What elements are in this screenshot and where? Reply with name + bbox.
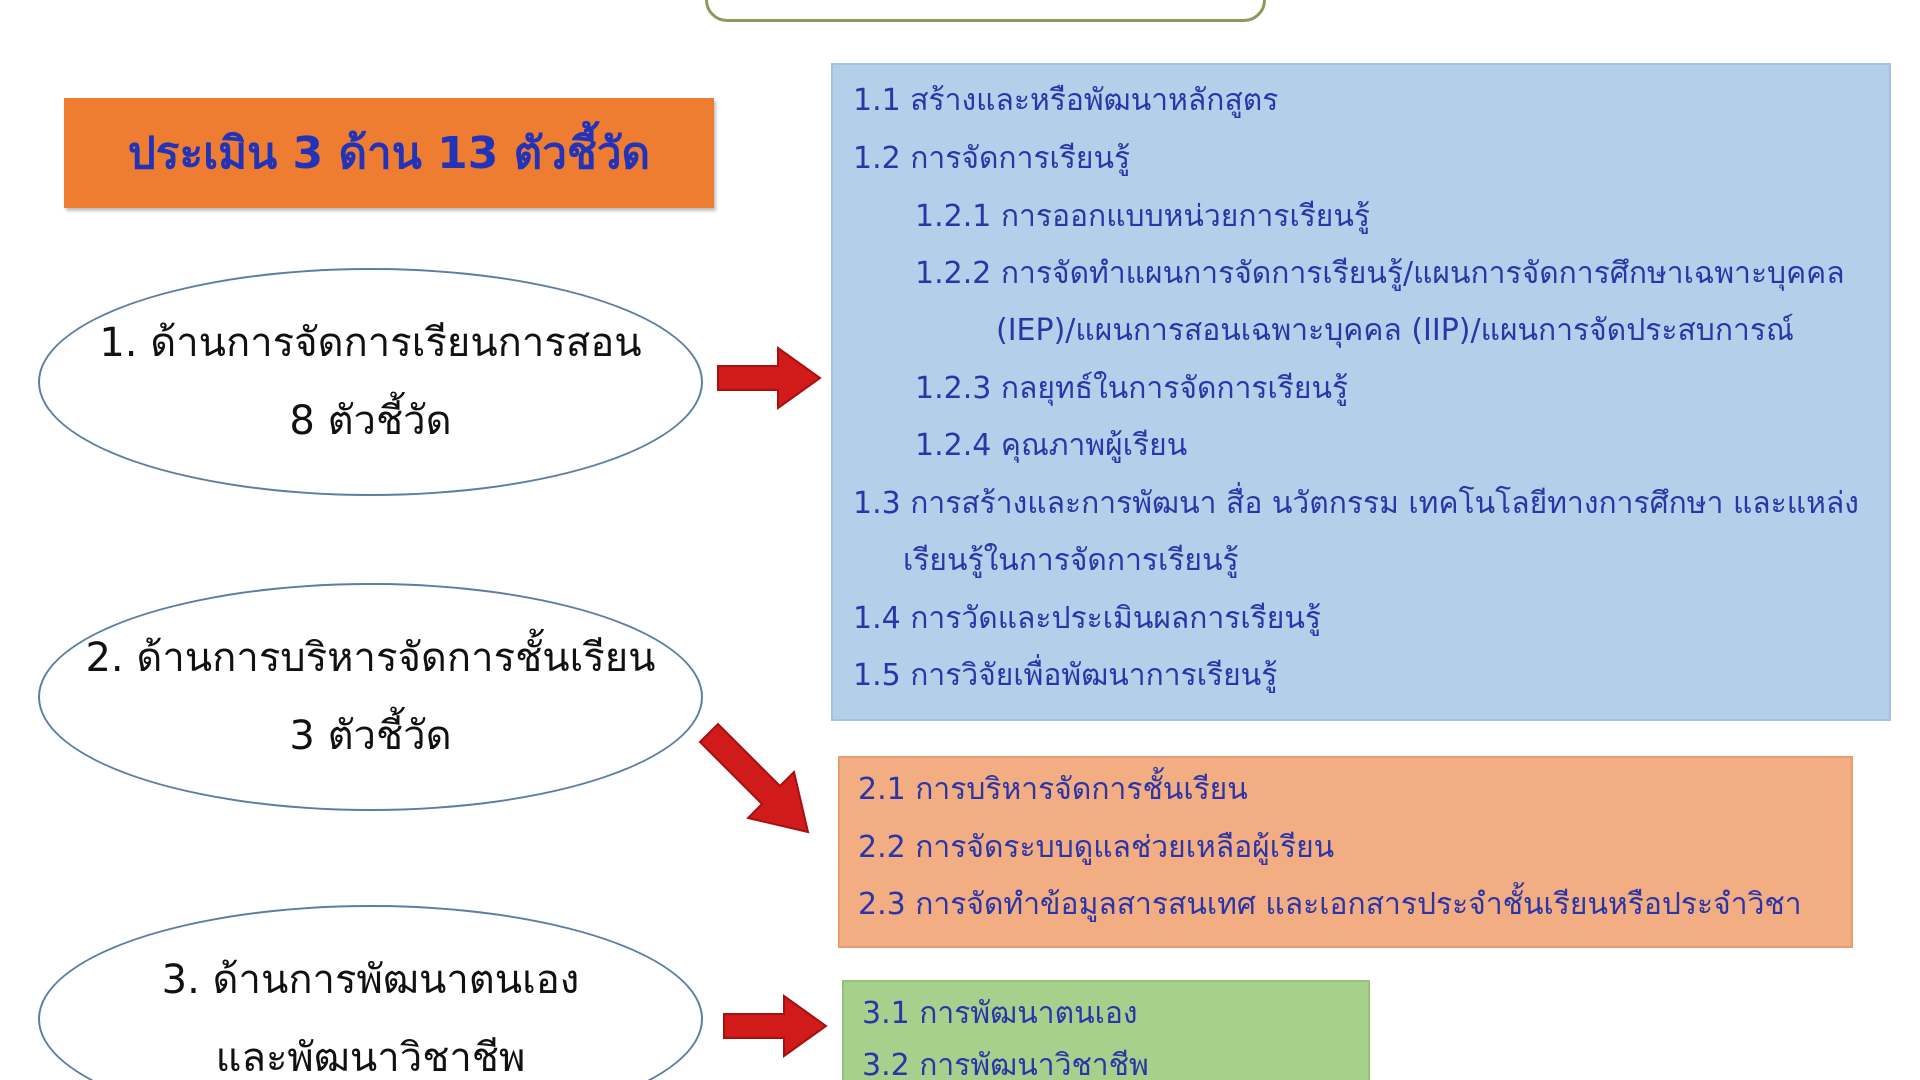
indicator-item-continued: เรียนรู้ในการจัดการเรียนรู้ bbox=[903, 543, 1239, 578]
top-frame bbox=[705, 0, 1266, 22]
indicator-item: 3.1 การพัฒนาตนเอง bbox=[862, 996, 1138, 1031]
area-1-title: 1. ด้านการจัดการเรียนการสอน bbox=[99, 320, 642, 366]
indicator-subitem: 1.2.3 กลยุทธ์ในการจัดการเรียนรู้ bbox=[915, 371, 1349, 406]
area-2-title: 2. ด้านการบริหารจัดการชั้นเรียน bbox=[85, 635, 656, 681]
indicator-subitem: 1.2.1 การออกแบบหน่วยการเรียนรู้ bbox=[915, 199, 1371, 234]
title-text: ประเมิน 3 ด้าน 13 ตัวชี้วัด bbox=[127, 128, 651, 179]
arrow-1-icon bbox=[717, 346, 822, 410]
indicator-item: 3.2 การพัฒนาวิชาชีพ bbox=[862, 1048, 1149, 1080]
indicator-item: 1.3 การสร้างและการพัฒนา สื่อ นวัตกรรม เท… bbox=[853, 486, 1859, 521]
indicator-item: 1.1 สร้างและหรือพัฒนาหลักสูตร bbox=[853, 83, 1279, 118]
area-3-oval: 3. ด้านการพัฒนาตนเอง และพัฒนาวิชาชีพ bbox=[38, 905, 703, 1080]
area-3-indicators: 3.1 การพัฒนาตนเอง 3.2 การพัฒนาวิชาชีพ bbox=[842, 980, 1370, 1080]
indicator-item: 1.4 การวัดและประเมินผลการเรียนรู้ bbox=[853, 601, 1321, 636]
indicator-item: 1.5 การวิจัยเพื่อพัฒนาการเรียนรู้ bbox=[853, 658, 1278, 693]
area-2-count: 3 ตัวชี้วัด bbox=[289, 713, 452, 759]
area-1-count: 8 ตัวชี้วัด bbox=[289, 398, 452, 444]
indicator-subitem: 1.2.2 การจัดทำแผนการจัดการเรียนรู้/แผนกา… bbox=[915, 256, 1845, 291]
area-1-oval: 1. ด้านการจัดการเรียนการสอน 8 ตัวชี้วัด bbox=[38, 268, 703, 496]
arrow-2-icon bbox=[698, 722, 810, 834]
indicator-item: 1.2 การจัดการเรียนรู้ bbox=[853, 141, 1131, 176]
indicator-item: 2.2 การจัดระบบดูแลช่วยเหลือผู้เรียน bbox=[858, 830, 1335, 865]
area-3-title: 3. ด้านการพัฒนาตนเอง bbox=[161, 957, 580, 1003]
indicator-item: 2.1 การบริหารจัดการชั้นเรียน bbox=[858, 772, 1248, 807]
indicator-subitem: 1.2.4 คุณภาพผู้เรียน bbox=[915, 428, 1188, 463]
area-2-oval: 2. ด้านการบริหารจัดการชั้นเรียน 3 ตัวชี้… bbox=[38, 583, 703, 811]
area-1-indicators: 1.1 สร้างและหรือพัฒนาหลักสูตร 1.2 การจัด… bbox=[831, 63, 1891, 721]
area-3-subtitle: และพัฒนาวิชาชีพ bbox=[215, 1035, 526, 1080]
arrow-3-icon bbox=[723, 994, 828, 1058]
title-box: ประเมิน 3 ด้าน 13 ตัวชี้วัด bbox=[64, 98, 714, 208]
indicator-item: 2.3 การจัดทำข้อมูลสารสนเทศ และเอกสารประจ… bbox=[858, 887, 1802, 922]
area-2-indicators: 2.1 การบริหารจัดการชั้นเรียน 2.2 การจัดร… bbox=[838, 756, 1853, 948]
indicator-subitem-continued: (IEP)/แผนการสอนเฉพาะบุคคล (IIP)/แผนการจั… bbox=[996, 313, 1794, 348]
